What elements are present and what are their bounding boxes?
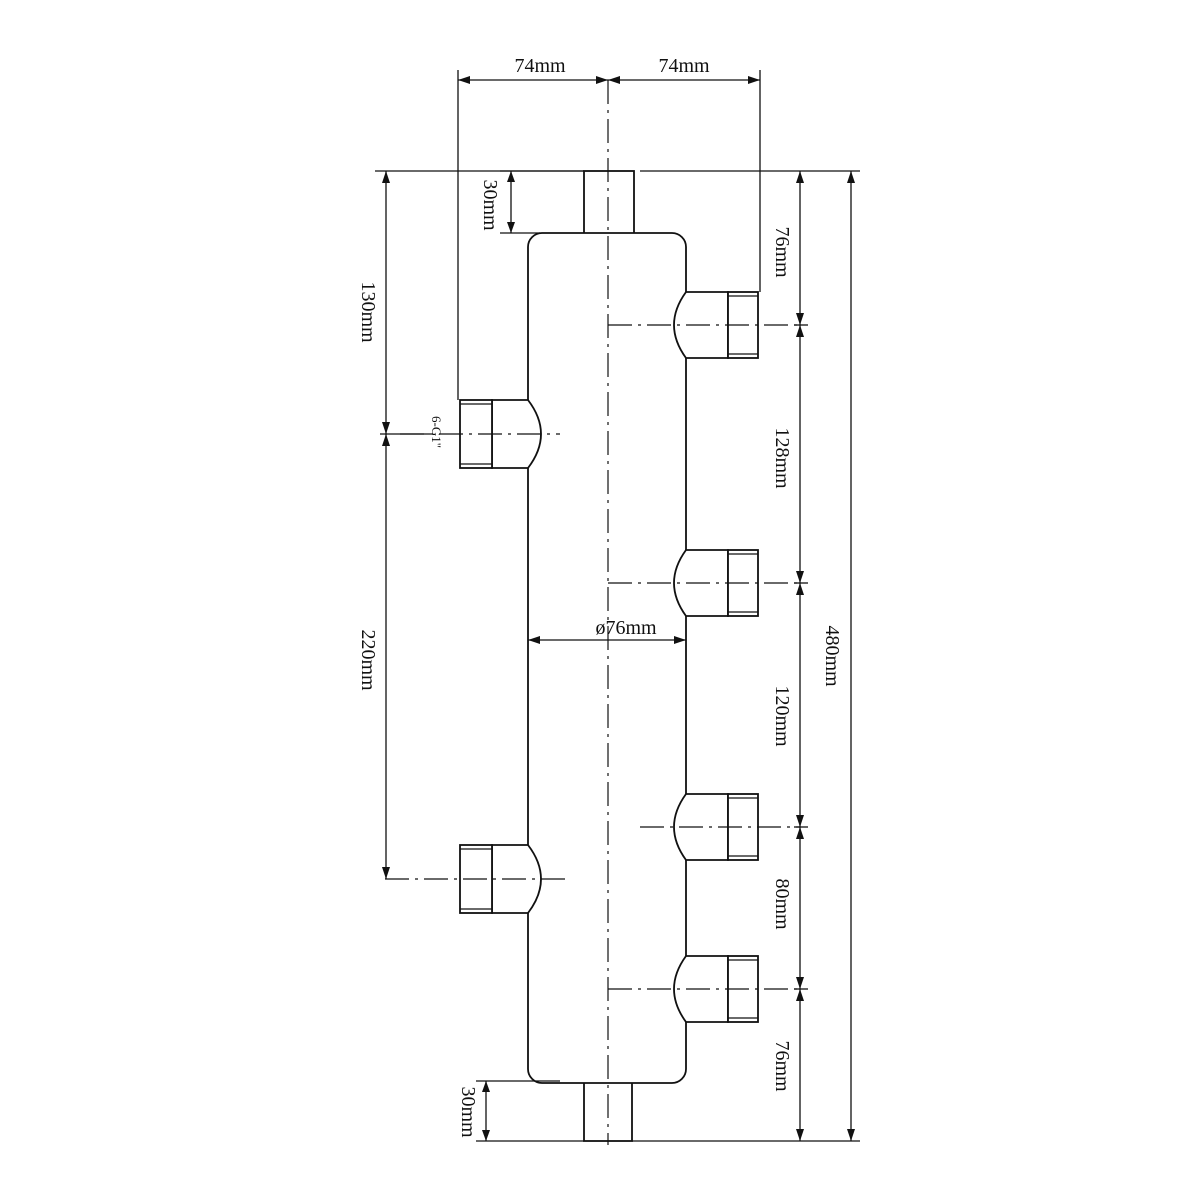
right-port-3 <box>673 793 759 861</box>
top-right-width-label: 74mm <box>658 55 710 77</box>
left-upper-offset-label: 130mm <box>357 281 379 343</box>
right-spacing-3-label: 80mm <box>771 878 793 930</box>
right-top-offset-label: 76mm <box>771 226 793 278</box>
right-spacing-1-label: 128mm <box>771 427 793 489</box>
diameter-dimension: ø76mm <box>528 617 686 644</box>
right-bottom-offset-label: 76mm <box>771 1040 793 1092</box>
right-spacing-2-label: 120mm <box>771 685 793 747</box>
bottom-nozzle-height-label: 30mm <box>457 1086 479 1138</box>
top-left-width-label: 74mm <box>514 55 566 77</box>
left-spacing-label: 220mm <box>357 629 379 691</box>
total-height-label: 480mm <box>821 625 843 687</box>
top-nozzle-height-label: 30mm <box>479 179 501 231</box>
total-height-dimension: 480mm <box>821 171 855 1141</box>
top-nozzle-dimension: 30mm <box>479 170 584 234</box>
right-dimension-chain: 76mm 128mm 120mm 80mm 76mm <box>632 170 860 1142</box>
top-width-dimension: 74mm 74mm <box>457 55 761 400</box>
top-nozzle <box>583 170 635 236</box>
main-cylinder <box>527 232 687 1084</box>
vessel-body <box>527 170 687 1142</box>
center-lines <box>385 80 800 1145</box>
left-dimension-chain: 130mm 220mm 6-G1" <box>357 170 584 879</box>
thread-label: 6-G1" <box>429 416 444 448</box>
diameter-label: ø76mm <box>595 617 657 639</box>
bottom-nozzle-dimension: 30mm <box>457 1080 584 1142</box>
